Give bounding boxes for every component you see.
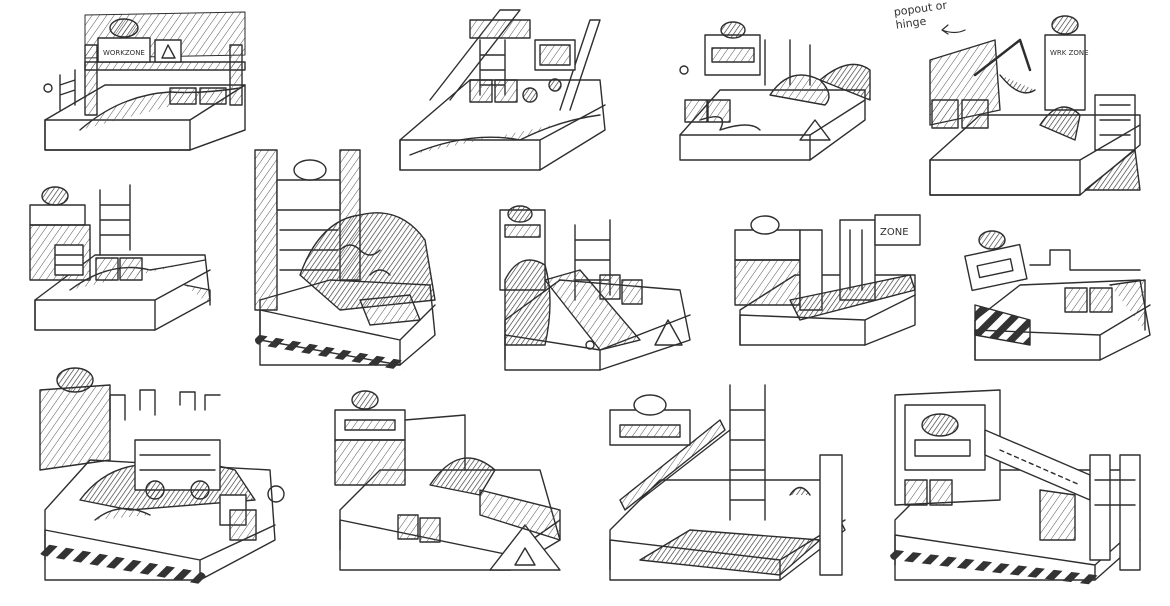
sketch-small-sign [964,230,1151,361]
sketch-ramp-dumptruck [399,9,606,171]
sketch-crane-tower [609,384,846,581]
sketch-ladder-slide [499,205,691,371]
sketch-bridge-towers [890,389,1141,585]
sketch-building-ladder [29,184,211,331]
sketch-skyline-truck [39,367,285,584]
sketch-sign-gantry-road: WORKZONE [43,11,246,151]
workzone-sign-text: WORKZONE [103,49,145,57]
sketch-boulders-river [679,21,871,161]
note-arrow [941,24,966,35]
sketch-tall-arch-rocks [254,149,436,370]
sketch-city-bridge: ZONE [734,214,921,346]
work-zone-sign-text: WRK ZONE [1050,49,1089,57]
sketch-signboard-mound [334,390,561,571]
zone-sign-text: ZONE [880,227,909,238]
sketch-excavator: WRK ZONE [929,15,1141,196]
